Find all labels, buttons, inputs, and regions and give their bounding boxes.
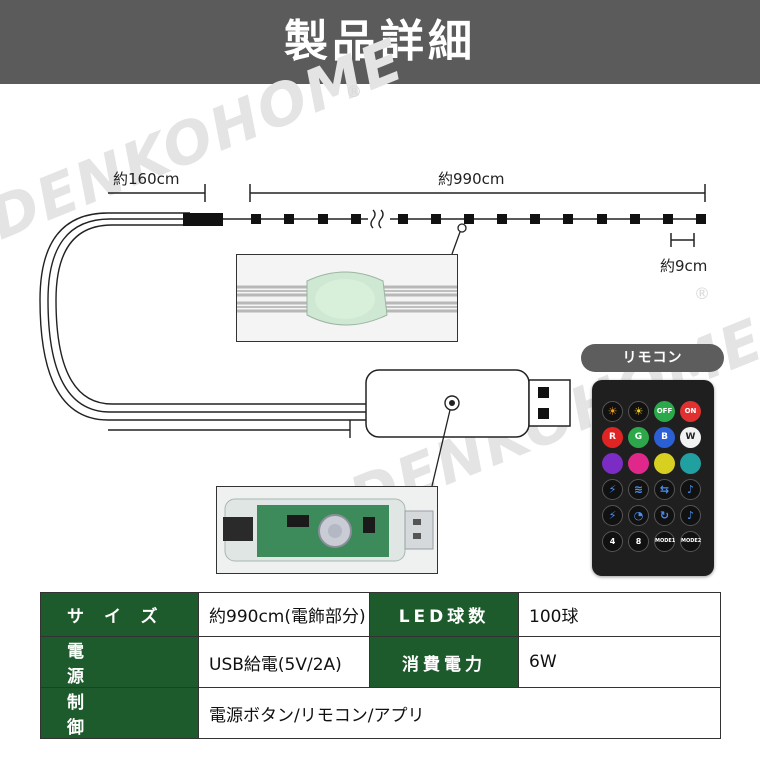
timer-8h-button: 8 <box>628 531 649 552</box>
mode1-button: MODE1 <box>654 531 675 552</box>
spec-label-consumption: 消費電力 <box>369 636 519 688</box>
blue-button: B <box>654 427 675 448</box>
loop-icon: ↻ <box>654 505 675 526</box>
spec-value-consumption: 6W <box>518 636 721 688</box>
spec-label-power: 電源 <box>40 636 199 688</box>
on-button: ON <box>680 401 701 422</box>
led-strip-diagram <box>39 184 706 487</box>
watermark-reg-mark: ® <box>694 284 710 303</box>
spec-value-led-count: 100球 <box>518 592 721 637</box>
table-row: 電源 USB給電(5V/2A) 消費電力 6W <box>40 636 721 688</box>
usb-plug <box>528 379 571 427</box>
strip-length-label: 約990cm <box>438 170 505 188</box>
controller-block <box>183 213 223 226</box>
spec-value-power: USB給電(5V/2A) <box>198 636 370 688</box>
watermark-reg-mark: ® <box>346 82 362 101</box>
spec-value-size: 約990cm(電飾部分) <box>198 592 370 637</box>
timer-4h-button: 4 <box>602 531 623 552</box>
music-icon: ♪ <box>680 479 701 500</box>
spec-value-control: 電源ボタン/リモコン/アプリ <box>198 687 721 739</box>
spec-table: サイズ 約990cm(電飾部分) LED球数 100球 電源 USB給電(5V/… <box>40 592 721 739</box>
fade-icon: ≋ <box>628 479 649 500</box>
switch-icon: ⇆ <box>654 479 675 500</box>
page-title: 製品詳細 <box>284 16 476 67</box>
music-icon: ♪ <box>680 505 701 526</box>
header-bar: 製品詳細 <box>0 0 760 84</box>
pink-button <box>628 453 649 474</box>
speed-icon: ◔ <box>628 505 649 526</box>
teal-button <box>680 453 701 474</box>
led-bead-closeup <box>236 254 458 342</box>
off-button: OFF <box>654 401 675 422</box>
usb-pcb-closeup <box>216 486 438 574</box>
flash-icon: ⚡ <box>602 505 623 526</box>
lead-length-label: 約160cm <box>113 170 180 188</box>
table-row: 制御 電源ボタン/リモコン/アプリ <box>40 687 721 739</box>
flash-icon: ⚡ <box>602 479 623 500</box>
remote-label: リモコン <box>581 344 724 372</box>
yellow-button <box>654 453 675 474</box>
spec-label-control: 制御 <box>40 687 199 739</box>
spec-label-led-count: LED球数 <box>369 592 519 637</box>
remote-control-image: ☀ ☀ OFF ON R G B W ⚡ ≋ ⇆ ♪ ⚡ ◔ ↻ ♪ 4 8 M… <box>592 380 714 576</box>
spec-label-size: サイズ <box>40 592 199 637</box>
purple-button <box>602 453 623 474</box>
table-row: サイズ 約990cm(電飾部分) LED球数 100球 <box>40 592 721 637</box>
brightness-down-icon: ☀ <box>602 401 623 422</box>
brightness-up-icon: ☀ <box>628 401 649 422</box>
pitch-length-label: 約9cm <box>660 257 708 275</box>
mode2-button: MODE2 <box>680 531 701 552</box>
white-button: W <box>680 427 701 448</box>
red-button: R <box>602 427 623 448</box>
green-button: G <box>628 427 649 448</box>
